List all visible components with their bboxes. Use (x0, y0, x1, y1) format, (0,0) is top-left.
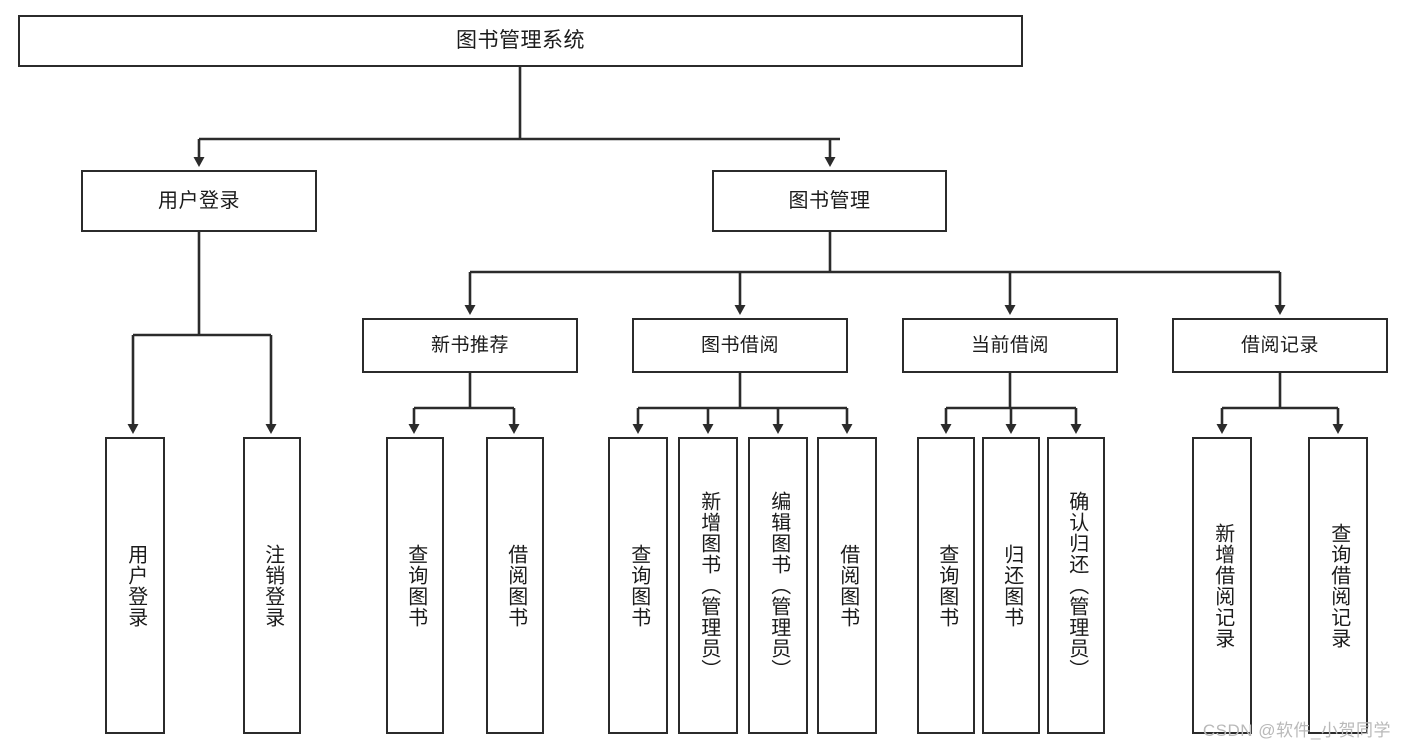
node-label: 确认归还（管理员） (1065, 491, 1088, 680)
node-label: 借阅图书 (836, 543, 859, 628)
node-label: 当前借阅 (970, 334, 1049, 356)
node-label: 借阅图书 (504, 543, 527, 628)
node-label: 注销登录 (261, 543, 284, 628)
node-label: 编辑图书（管理员） (767, 491, 790, 680)
node-current-borrow[interactable]: 当前借阅 (902, 318, 1118, 373)
node-label: 图书管理 (788, 189, 871, 212)
node-label: 用户登录 (158, 189, 240, 212)
leaf-query-book-2[interactable]: 查询图书 (608, 437, 668, 734)
node-label: 查询图书 (404, 543, 427, 628)
node-label: 新增借阅记录 (1211, 522, 1234, 649)
node-label: 查询借阅记录 (1327, 522, 1350, 649)
leaf-logout[interactable]: 注销登录 (243, 437, 301, 734)
leaf-add-record[interactable]: 新增借阅记录 (1192, 437, 1252, 734)
node-label: 新书推荐 (430, 334, 509, 356)
node-book-manage[interactable]: 图书管理 (712, 170, 947, 232)
leaf-edit-book[interactable]: 编辑图书（管理员） (748, 437, 808, 734)
node-book-borrow[interactable]: 图书借阅 (632, 318, 848, 373)
node-root-system[interactable]: 图书管理系统 (18, 15, 1023, 67)
node-label: 查询图书 (627, 543, 650, 628)
node-new-book-recommend[interactable]: 新书推荐 (362, 318, 578, 373)
leaf-borrow-book-1[interactable]: 借阅图书 (486, 437, 544, 734)
leaf-confirm-return[interactable]: 确认归还（管理员） (1047, 437, 1105, 734)
leaf-query-book-3[interactable]: 查询图书 (917, 437, 975, 734)
leaf-query-book-1[interactable]: 查询图书 (386, 437, 444, 734)
csdn-watermark: CSDN @软件_小贺同学 (1202, 721, 1391, 740)
node-label: 新增图书（管理员） (697, 491, 720, 680)
leaf-borrow-book-2[interactable]: 借阅图书 (817, 437, 877, 734)
node-label: 用户登录 (124, 543, 147, 628)
leaf-query-record[interactable]: 查询借阅记录 (1308, 437, 1368, 734)
node-label: 借阅记录 (1240, 334, 1319, 356)
node-label: 图书管理系统 (456, 29, 585, 53)
leaf-return-book[interactable]: 归还图书 (982, 437, 1040, 734)
node-user-login[interactable]: 用户登录 (81, 170, 317, 232)
node-label: 归还图书 (1000, 543, 1023, 628)
leaf-add-book[interactable]: 新增图书（管理员） (678, 437, 738, 734)
node-label: 图书借阅 (700, 334, 779, 356)
leaf-user-login[interactable]: 用户登录 (105, 437, 165, 734)
node-label: 查询图书 (935, 543, 958, 628)
node-borrow-records[interactable]: 借阅记录 (1172, 318, 1388, 373)
